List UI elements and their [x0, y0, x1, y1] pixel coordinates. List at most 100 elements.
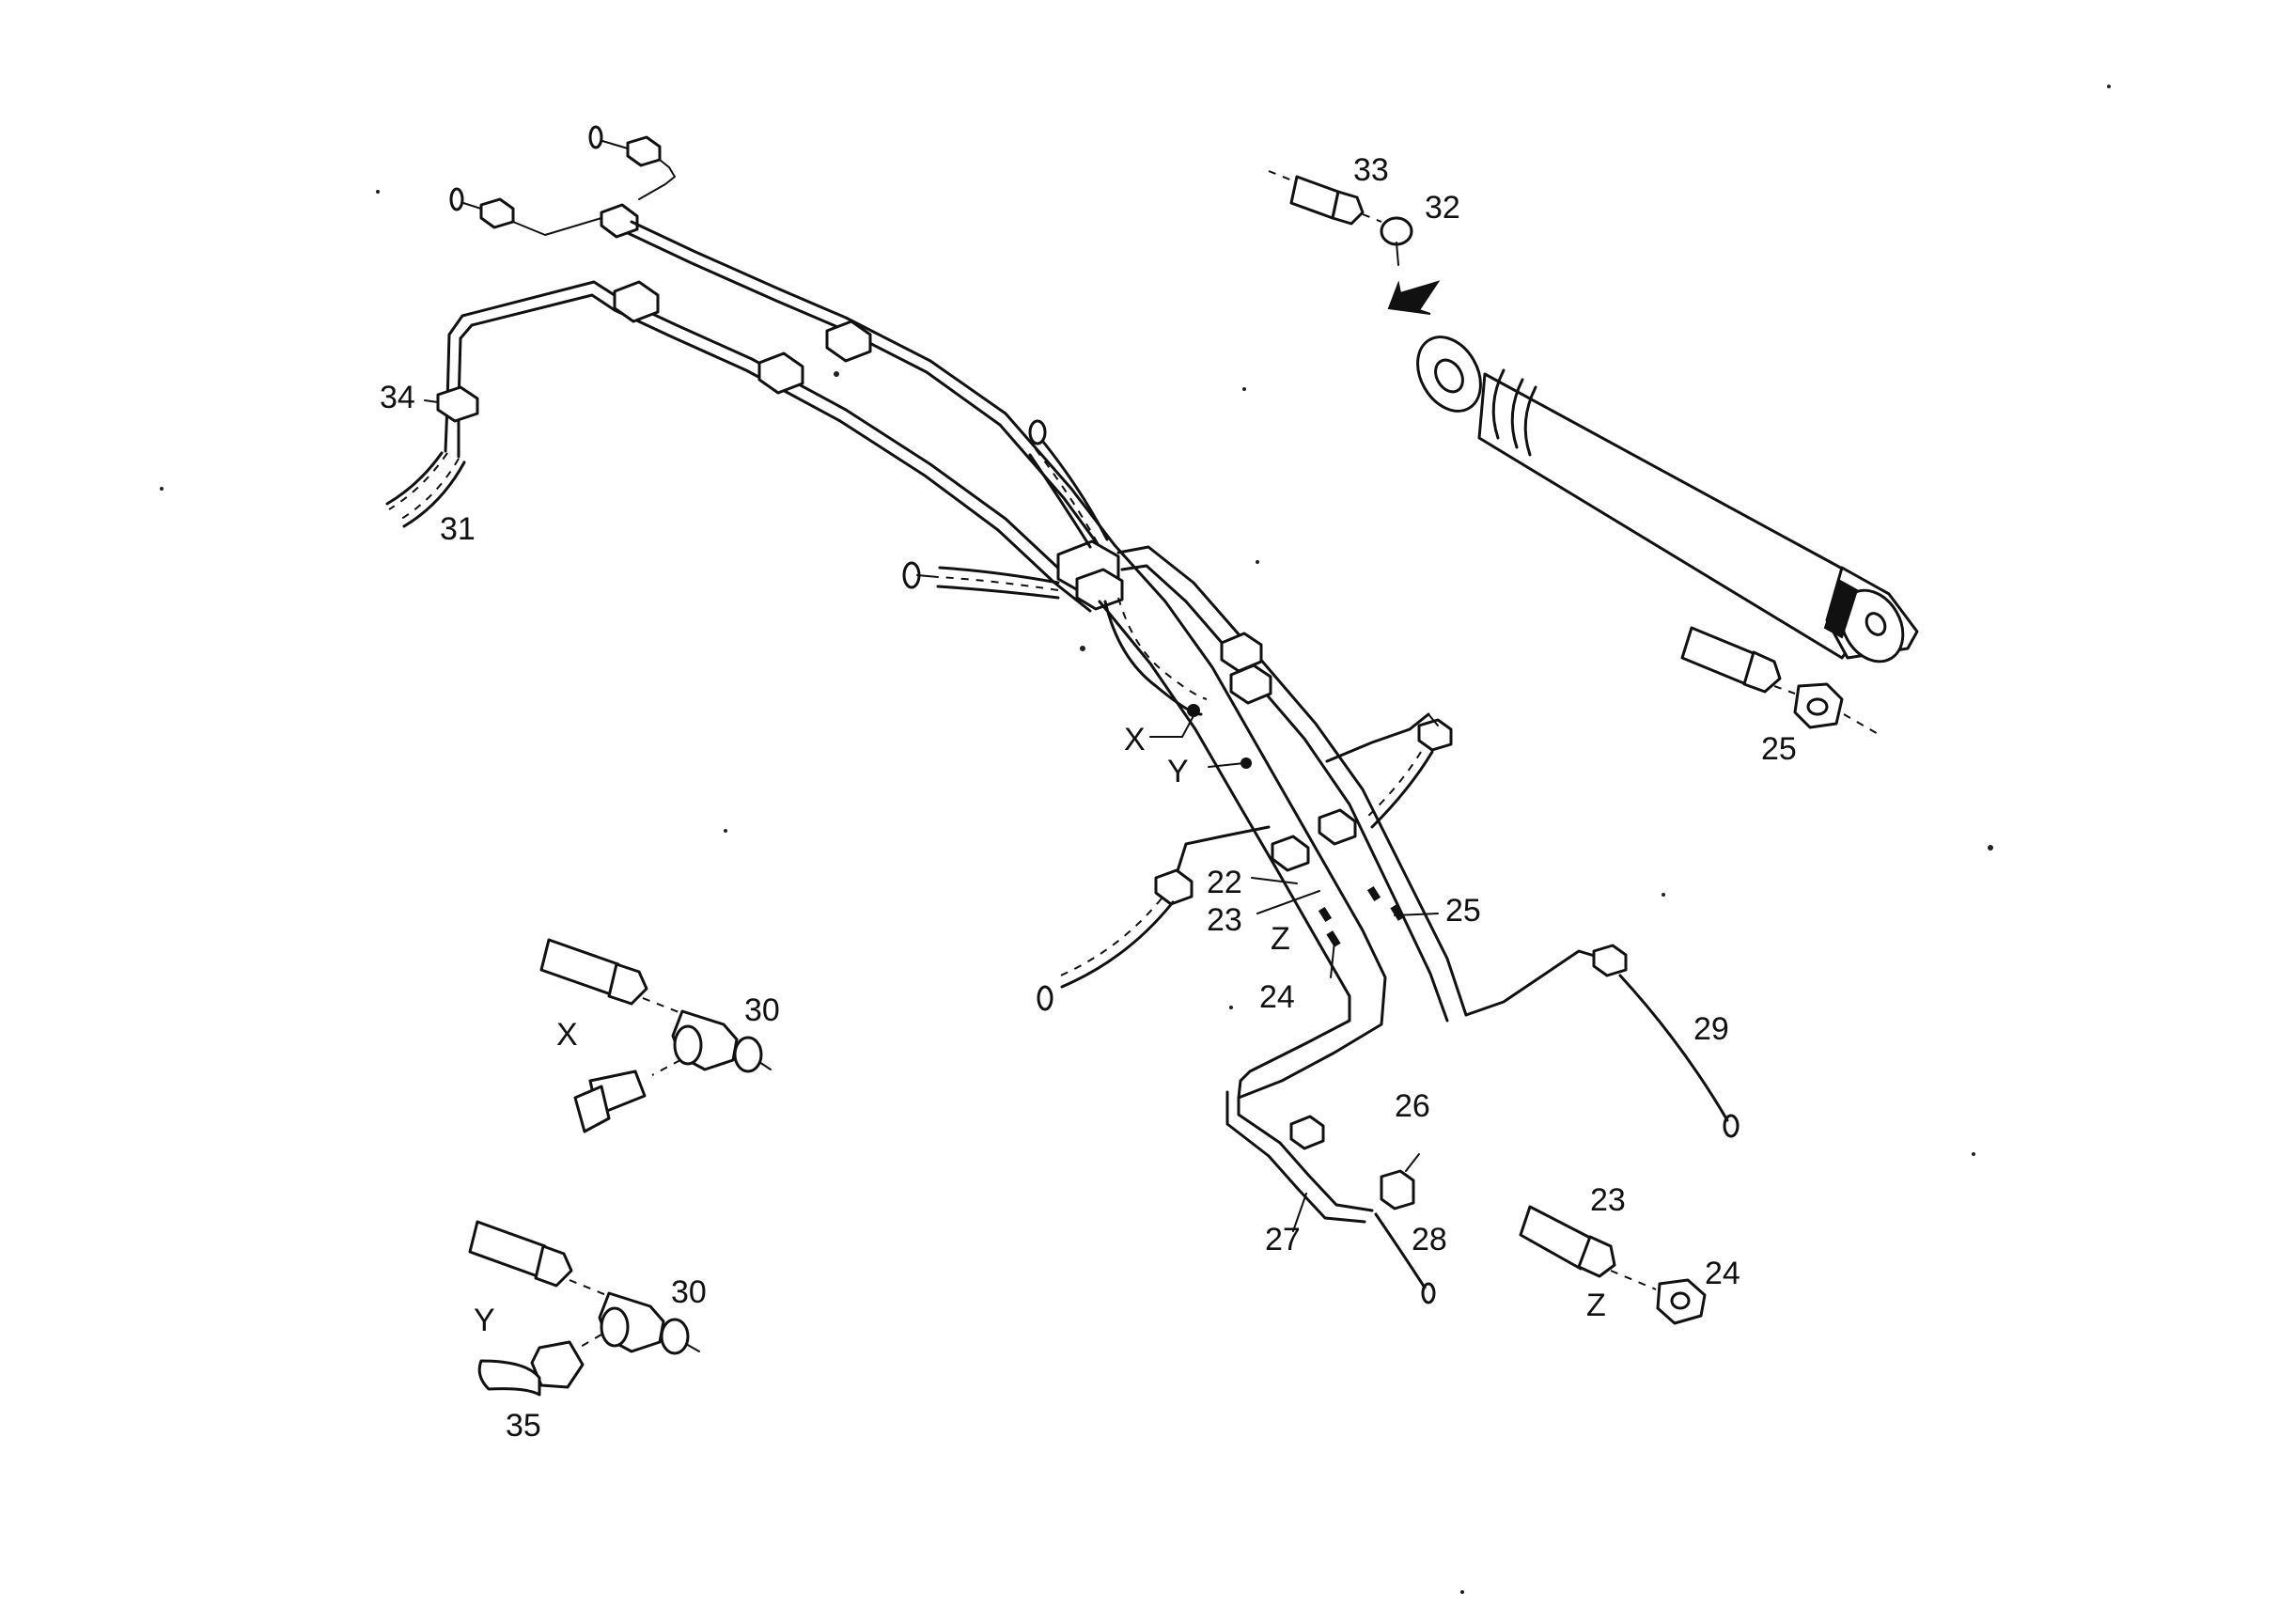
tee-30-port: [660, 1318, 690, 1355]
nut-y: [534, 1244, 573, 1288]
hose-end: [1037, 985, 1053, 1011]
detail-y: [468, 1220, 700, 1397]
callout-26: 26: [1395, 1088, 1430, 1124]
callout-z-main: Z: [1271, 921, 1290, 957]
leader-y: [1208, 762, 1245, 768]
tee-30-port: [673, 1024, 703, 1066]
fitting-25-detail: [1680, 626, 1880, 736]
hose-31b-edge: [402, 461, 466, 528]
hose-31a-edge: [385, 451, 444, 506]
hose-left-lower: [1060, 900, 1175, 989]
hose-left-lower-dash: [1055, 898, 1162, 978]
detail-z: [1519, 1205, 1707, 1325]
callout-29: 29: [1693, 1011, 1729, 1047]
fitting-25: [1366, 885, 1381, 902]
hydraulic-cylinder: [1387, 280, 1919, 664]
hose-to-tee-dash: [1117, 597, 1208, 700]
hose-left: [938, 566, 1060, 585]
fitting-23: [1318, 906, 1333, 923]
axis-line: [1362, 213, 1382, 223]
lower-pipe-a-bottom: [1237, 1096, 1374, 1212]
axis-line: [758, 1061, 772, 1070]
callout-31: 31: [440, 511, 476, 547]
adapter-25: [1793, 682, 1844, 729]
clamp-block: [757, 351, 804, 395]
o-ring: [449, 187, 464, 211]
leader-27: [1292, 1193, 1307, 1232]
lower-pipe-a: [1113, 543, 1387, 1100]
speck: [1460, 1590, 1464, 1594]
cylinder-ring: [1491, 368, 1506, 440]
hose-upper-edge: [1028, 453, 1092, 549]
arm-plate-edge-b: [1120, 564, 1449, 1023]
axis-line: [651, 1059, 681, 1076]
cylinder-ring: [1510, 378, 1524, 449]
pipe-joint: [1237, 1079, 1242, 1100]
clamp-block: [626, 135, 662, 167]
tee-30-port: [600, 1306, 630, 1348]
upper-pipe-outer: [630, 220, 1116, 547]
cylinder-base-eye-hole: [1865, 612, 1887, 636]
branch-upper-right: [1325, 712, 1430, 763]
callout-z-detail: Z: [1586, 1288, 1606, 1323]
elbow-35: [477, 1359, 541, 1397]
cylinder-barrel: [1477, 372, 1891, 660]
leader-34: [424, 399, 439, 403]
boom-pipe-assembly: [385, 125, 1740, 1304]
axis-line: [578, 1334, 602, 1349]
axis-line: [1610, 1270, 1657, 1290]
hose-31b: [398, 458, 460, 522]
adapter-24: [1656, 1278, 1707, 1325]
callout-23-detail: 23: [1590, 1182, 1626, 1218]
axis-line: [1773, 685, 1796, 695]
hose-29: [1618, 974, 1729, 1122]
fitting-line: [1428, 713, 1439, 726]
hose-end: [1028, 419, 1047, 445]
hose-upper-dash: [1035, 448, 1099, 544]
lower-pipe-b: [1098, 600, 1351, 1083]
hose-28: [1374, 1212, 1427, 1289]
speck: [1256, 560, 1259, 564]
speck: [1662, 893, 1665, 897]
fitting-25b: [1390, 904, 1405, 921]
clamp-block: [825, 320, 872, 363]
axis-line: [685, 1343, 700, 1352]
detail-x: [539, 938, 772, 1133]
upper-pipe-inner: [626, 231, 1107, 556]
hose-line: [638, 159, 676, 200]
callout-25-upper: 25: [1761, 731, 1797, 767]
upper-left-fittings: [449, 125, 676, 239]
fitting-24: [1326, 930, 1341, 947]
hose-upper-right: [1370, 750, 1434, 829]
leader-23: [1256, 890, 1320, 914]
clamp-block: [479, 197, 515, 229]
lower-pipe-inner: [459, 293, 1092, 613]
adapter-24-bore: [1670, 1291, 1691, 1310]
hose-upper-right-dash: [1364, 751, 1422, 820]
arm-plate-edge-a: [1116, 545, 1468, 1017]
nut-23: [1577, 1235, 1616, 1278]
hose-28-end: [1421, 1282, 1436, 1304]
leader-25: [1394, 913, 1439, 916]
callout-y-detail: Y: [474, 1303, 495, 1338]
hose-to-tee: [1103, 600, 1203, 716]
hose-fitting-25: [1680, 626, 1757, 686]
axis-line: [642, 997, 687, 1016]
clamp-22: [1271, 835, 1310, 872]
speck: [160, 487, 164, 491]
elbow-35-nut: [530, 1340, 585, 1389]
clamp-27: [1289, 1115, 1325, 1150]
junction-block-lower: [1075, 568, 1124, 611]
callout-23-main: 23: [1207, 902, 1242, 938]
speck: [1988, 845, 1993, 851]
hose-left-edge: [936, 585, 1060, 600]
speck: [1080, 646, 1085, 651]
o-ring: [588, 125, 603, 149]
clamp-block: [1318, 808, 1357, 846]
axis-line: [1268, 170, 1298, 183]
clamp-block: [613, 280, 660, 323]
speck: [376, 190, 380, 194]
adapter-25-bore: [1806, 697, 1829, 716]
tee-30-port: [733, 1036, 763, 1073]
